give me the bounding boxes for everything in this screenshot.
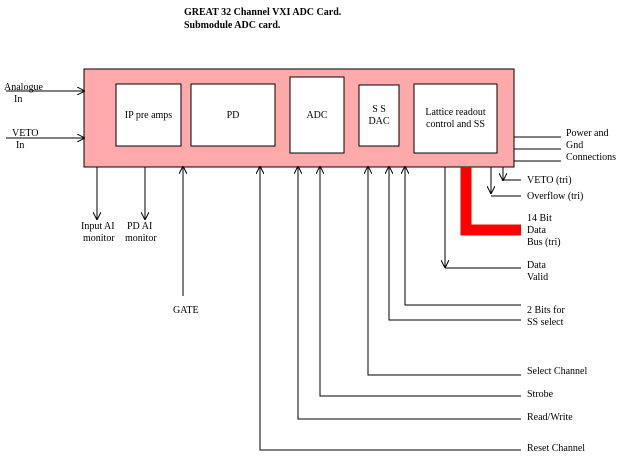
pd-ai-label-1: PD AI (127, 221, 152, 232)
analogue-in-label-1: Analogue (4, 82, 43, 93)
data-bus-output: 14 Bit Data Bus (tri) (460, 167, 561, 248)
gate-input: GATE (173, 167, 199, 316)
veto-in-label-2: In (16, 140, 24, 151)
input-ai-label-2: monitor (83, 233, 115, 244)
read-write-input: Read/Write (298, 167, 573, 423)
adc-block: ADC (289, 76, 345, 154)
ss-select-label-2: SS select (527, 317, 564, 328)
gate-label: GATE (173, 305, 199, 316)
pd-label: PD (227, 110, 240, 121)
veto-tri-output: VETO (tri) (503, 167, 572, 186)
power-label-2: Gnd (566, 140, 583, 151)
pd-ai-monitor-output: PD AI monitor (125, 167, 157, 244)
input-ai-label-1: Input AI (81, 221, 115, 232)
veto-tri-label: VETO (tri) (527, 175, 572, 186)
ss-select-input: 2 Bits for SS select (389, 167, 565, 328)
veto-in-input: VETO In (6, 128, 84, 151)
diagram-subtitle: Submodule ADC card. (184, 20, 281, 31)
read-write-label: Read/Write (527, 412, 573, 423)
ip-pre-amps-block: IP pre amps (115, 83, 182, 147)
power-label-3: Connections (566, 152, 616, 163)
adc-label: ADC (306, 110, 327, 121)
power-gnd-connections: Power and Gnd Connections (514, 128, 616, 163)
veto-in-label-1: VETO (12, 128, 38, 139)
pd-ai-label-2: monitor (125, 233, 157, 244)
power-label-1: Power and (566, 128, 609, 139)
pd-block: PD (190, 83, 276, 147)
strobe-input: Strobe (320, 167, 554, 400)
ss-select-label-1: 2 Bits for (527, 305, 565, 316)
bus-label-1: 14 Bit (527, 213, 552, 224)
bus-label-2: Data (527, 225, 546, 236)
diagram-title: GREAT 32 Channel VXI ADC Card. (184, 7, 342, 18)
ss-dac-label-2: DAC (368, 116, 389, 127)
ss-dac-label-1: S S (372, 104, 386, 115)
input-ai-monitor-output: Input AI monitor (81, 167, 115, 244)
overflow-tri-output: Overflow (tri) (491, 167, 583, 202)
reset-channel-input: Reset Channel (260, 167, 585, 454)
overflow-tri-label: Overflow (tri) (527, 191, 583, 202)
data-valid-label-2: Valid (527, 272, 548, 283)
ip-pre-amps-label: IP pre amps (125, 110, 173, 121)
ss-dac-block: S S DAC (358, 84, 400, 147)
analogue-in-label-2: In (14, 94, 22, 105)
select-channel-label: Select Channel (527, 366, 587, 377)
lattice-label-1: Lattice readout (425, 107, 485, 118)
lattice-label-2: control and SS (426, 119, 485, 130)
data-valid-label-1: Data (527, 260, 546, 271)
lattice-block: Lattice readout control and SS (413, 83, 498, 154)
reset-channel-label: Reset Channel (527, 443, 585, 454)
analogue-in-input: Analogue In (4, 82, 84, 105)
data-valid-output: Data Valid (445, 167, 548, 283)
bus-label-3: Bus (tri) (527, 237, 561, 248)
select-channel-input: Select Channel (368, 167, 587, 377)
strobe-label: Strobe (527, 389, 554, 400)
